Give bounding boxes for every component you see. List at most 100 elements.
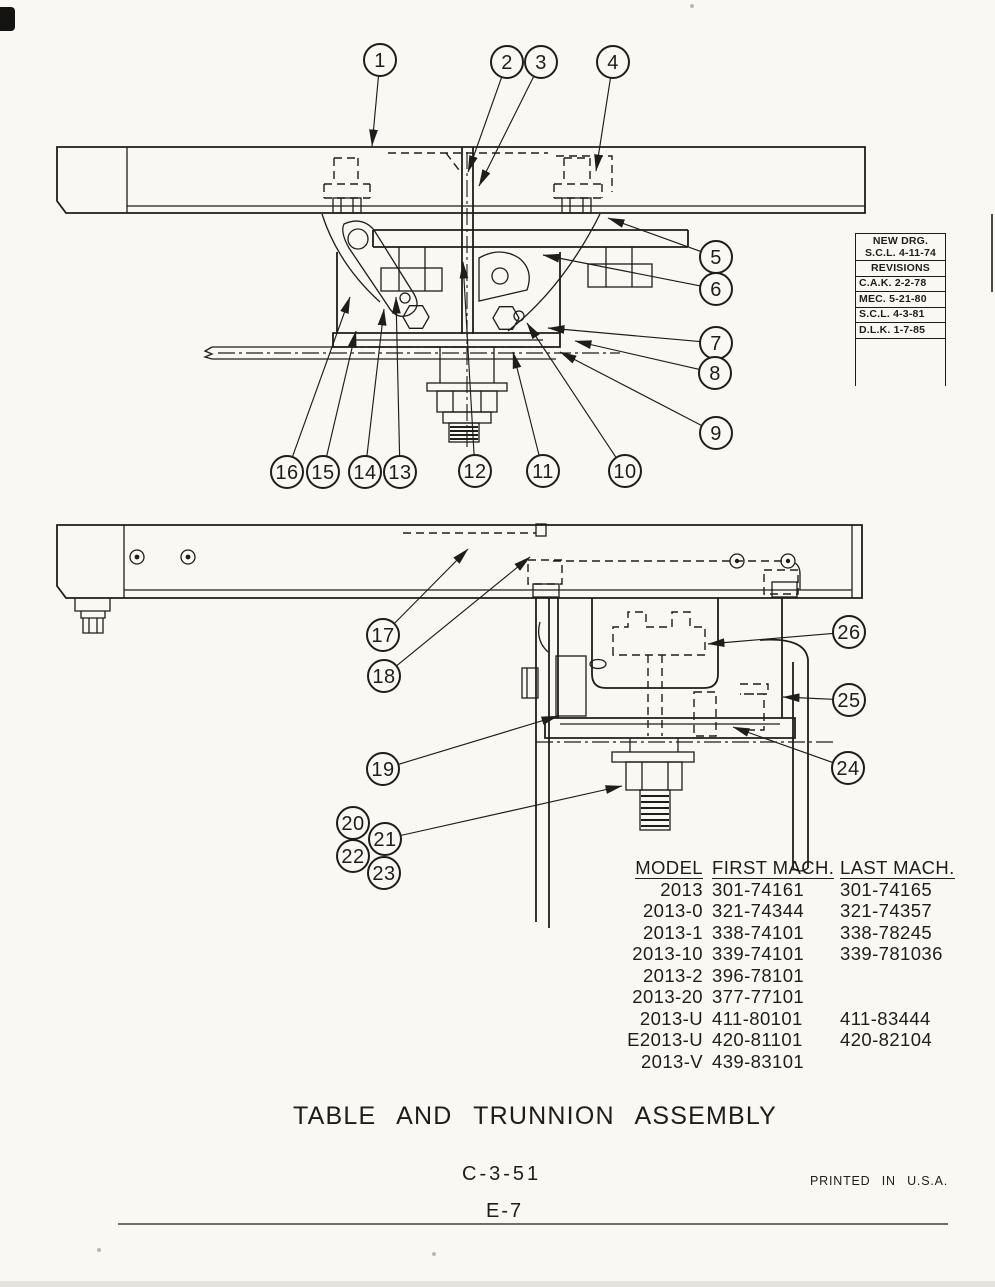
revision-entry: D.L.K. 1-7-85 (856, 322, 945, 338)
first-mach-cell: 321-74344 (712, 900, 805, 921)
top-view-drawing (56, 146, 866, 447)
callout-circle (366, 752, 400, 786)
callout-26: 26 (832, 615, 866, 649)
revision-header: REVISIONS (856, 260, 945, 276)
first-mach-cell: 411-80101 (712, 1007, 803, 1029)
revision-new-drg: NEW DRG. S.C.L. 4-11-74 (856, 234, 945, 260)
leader-line (512, 351, 540, 456)
callout-10: 10 (608, 454, 642, 488)
scan-artifact (0, 7, 15, 31)
leader-line (547, 325, 701, 343)
leader-line (559, 351, 703, 427)
revision-box: NEW DRG. S.C.L. 4-11-74 REVISIONS C.A.K.… (855, 233, 946, 339)
callout-circle (832, 683, 866, 717)
callout-number: 8 (709, 363, 721, 385)
last-mach-cell: 411-83444 (840, 1007, 931, 1029)
callout-14: 14 (348, 455, 382, 489)
callout-number: 5 (710, 247, 722, 269)
leader-line (707, 632, 834, 647)
callout-circle (306, 455, 340, 489)
last-mach-cell: 301-74165 (840, 878, 933, 900)
first-mach-cell: 301-74161 (712, 878, 805, 900)
leader-line (467, 76, 503, 173)
model-cell: 2013-0 (642, 900, 703, 921)
callout-number: 17 (371, 625, 394, 647)
callout-8: 8 (698, 356, 732, 390)
last-mach-cell (840, 1051, 958, 1073)
callout-circle (490, 45, 524, 79)
leader-line (526, 322, 617, 459)
leader-line (391, 296, 401, 457)
callout-circle (270, 455, 304, 489)
first-mach-cell: 420-81101 (712, 1029, 803, 1050)
first-mach-cell: 377-77101 (712, 986, 805, 1007)
last-mach-cell: 339-781036 (840, 943, 943, 964)
callout-2: 2 (490, 45, 524, 79)
revision-new-entry: S.C.L. 4-11-74 (864, 246, 937, 259)
first-mach-cell: 339-74101 (712, 943, 805, 964)
model-table-header: FIRST MACH. (712, 857, 835, 879)
first-mach-cell: 439-83101 (712, 1050, 805, 1072)
callout-number: 6 (710, 279, 722, 301)
callout-circle (524, 45, 558, 79)
callout-circle (368, 822, 402, 856)
model-cell: 2013-U (639, 1007, 703, 1029)
callout-number: 3 (535, 52, 547, 74)
callout-number: 4 (607, 52, 619, 74)
scan-artifact (690, 4, 694, 8)
callout-number: 21 (373, 829, 396, 851)
model-cell: 2013-20 (632, 986, 703, 1007)
leader-line (607, 217, 702, 253)
callout-11: 11 (526, 454, 560, 488)
callout-16: 16 (270, 455, 304, 489)
first-mach-cell: 396-78101 (712, 964, 805, 986)
callout-circle (367, 659, 401, 693)
revision-entry: MEC. 5-21-80 (856, 291, 945, 307)
model-cell: 2013-10 (632, 943, 703, 964)
leader-line (366, 308, 387, 457)
callout-12: 12 (458, 454, 492, 488)
leader-line (478, 76, 535, 187)
callout-number: 26 (837, 622, 860, 644)
last-mach-cell: 420-82104 (840, 1029, 933, 1050)
callout-number: 18 (372, 666, 395, 688)
callout-18: 18 (367, 659, 401, 693)
callout-number: 24 (836, 758, 859, 780)
callout-13: 13 (383, 455, 417, 489)
callout-22: 22 (336, 839, 370, 873)
drawing-code: C-3-51 (462, 1163, 542, 1185)
callout-25: 25 (832, 683, 866, 717)
callout-number: 22 (341, 846, 364, 868)
callout-20: 20 (336, 806, 370, 840)
callout-6: 6 (699, 272, 733, 306)
callout-circle (348, 455, 382, 489)
model-cell: 2013 (660, 878, 703, 900)
page-title: TABLE AND TRUNNION ASSEMBLY (293, 1102, 778, 1130)
callout-number: 20 (341, 813, 364, 835)
model-table-header: MODEL (635, 857, 703, 879)
callout-number: 2 (501, 52, 513, 74)
callout-3: 3 (524, 45, 558, 79)
scan-artifact (432, 1252, 436, 1256)
leader-line (574, 340, 700, 370)
leader-line (594, 77, 612, 172)
leader-line (732, 726, 834, 764)
callout-circle (383, 455, 417, 489)
model-cell: 2013-1 (642, 921, 703, 943)
sheet-number: E-7 (486, 1200, 524, 1222)
leader-line (398, 715, 559, 765)
leader-line (369, 75, 380, 147)
callout-circle (336, 839, 370, 873)
scan-artifact (991, 214, 993, 292)
revision-entry: S.C.L. 4-3-81 (856, 306, 945, 323)
callout-number: 25 (837, 690, 860, 712)
callout-number: 1 (374, 50, 386, 72)
callout-23: 23 (367, 856, 401, 890)
callout-19: 19 (366, 752, 400, 786)
callout-number: 16 (275, 462, 298, 484)
callout-circle (366, 618, 400, 652)
callout-number: 14 (353, 462, 376, 484)
